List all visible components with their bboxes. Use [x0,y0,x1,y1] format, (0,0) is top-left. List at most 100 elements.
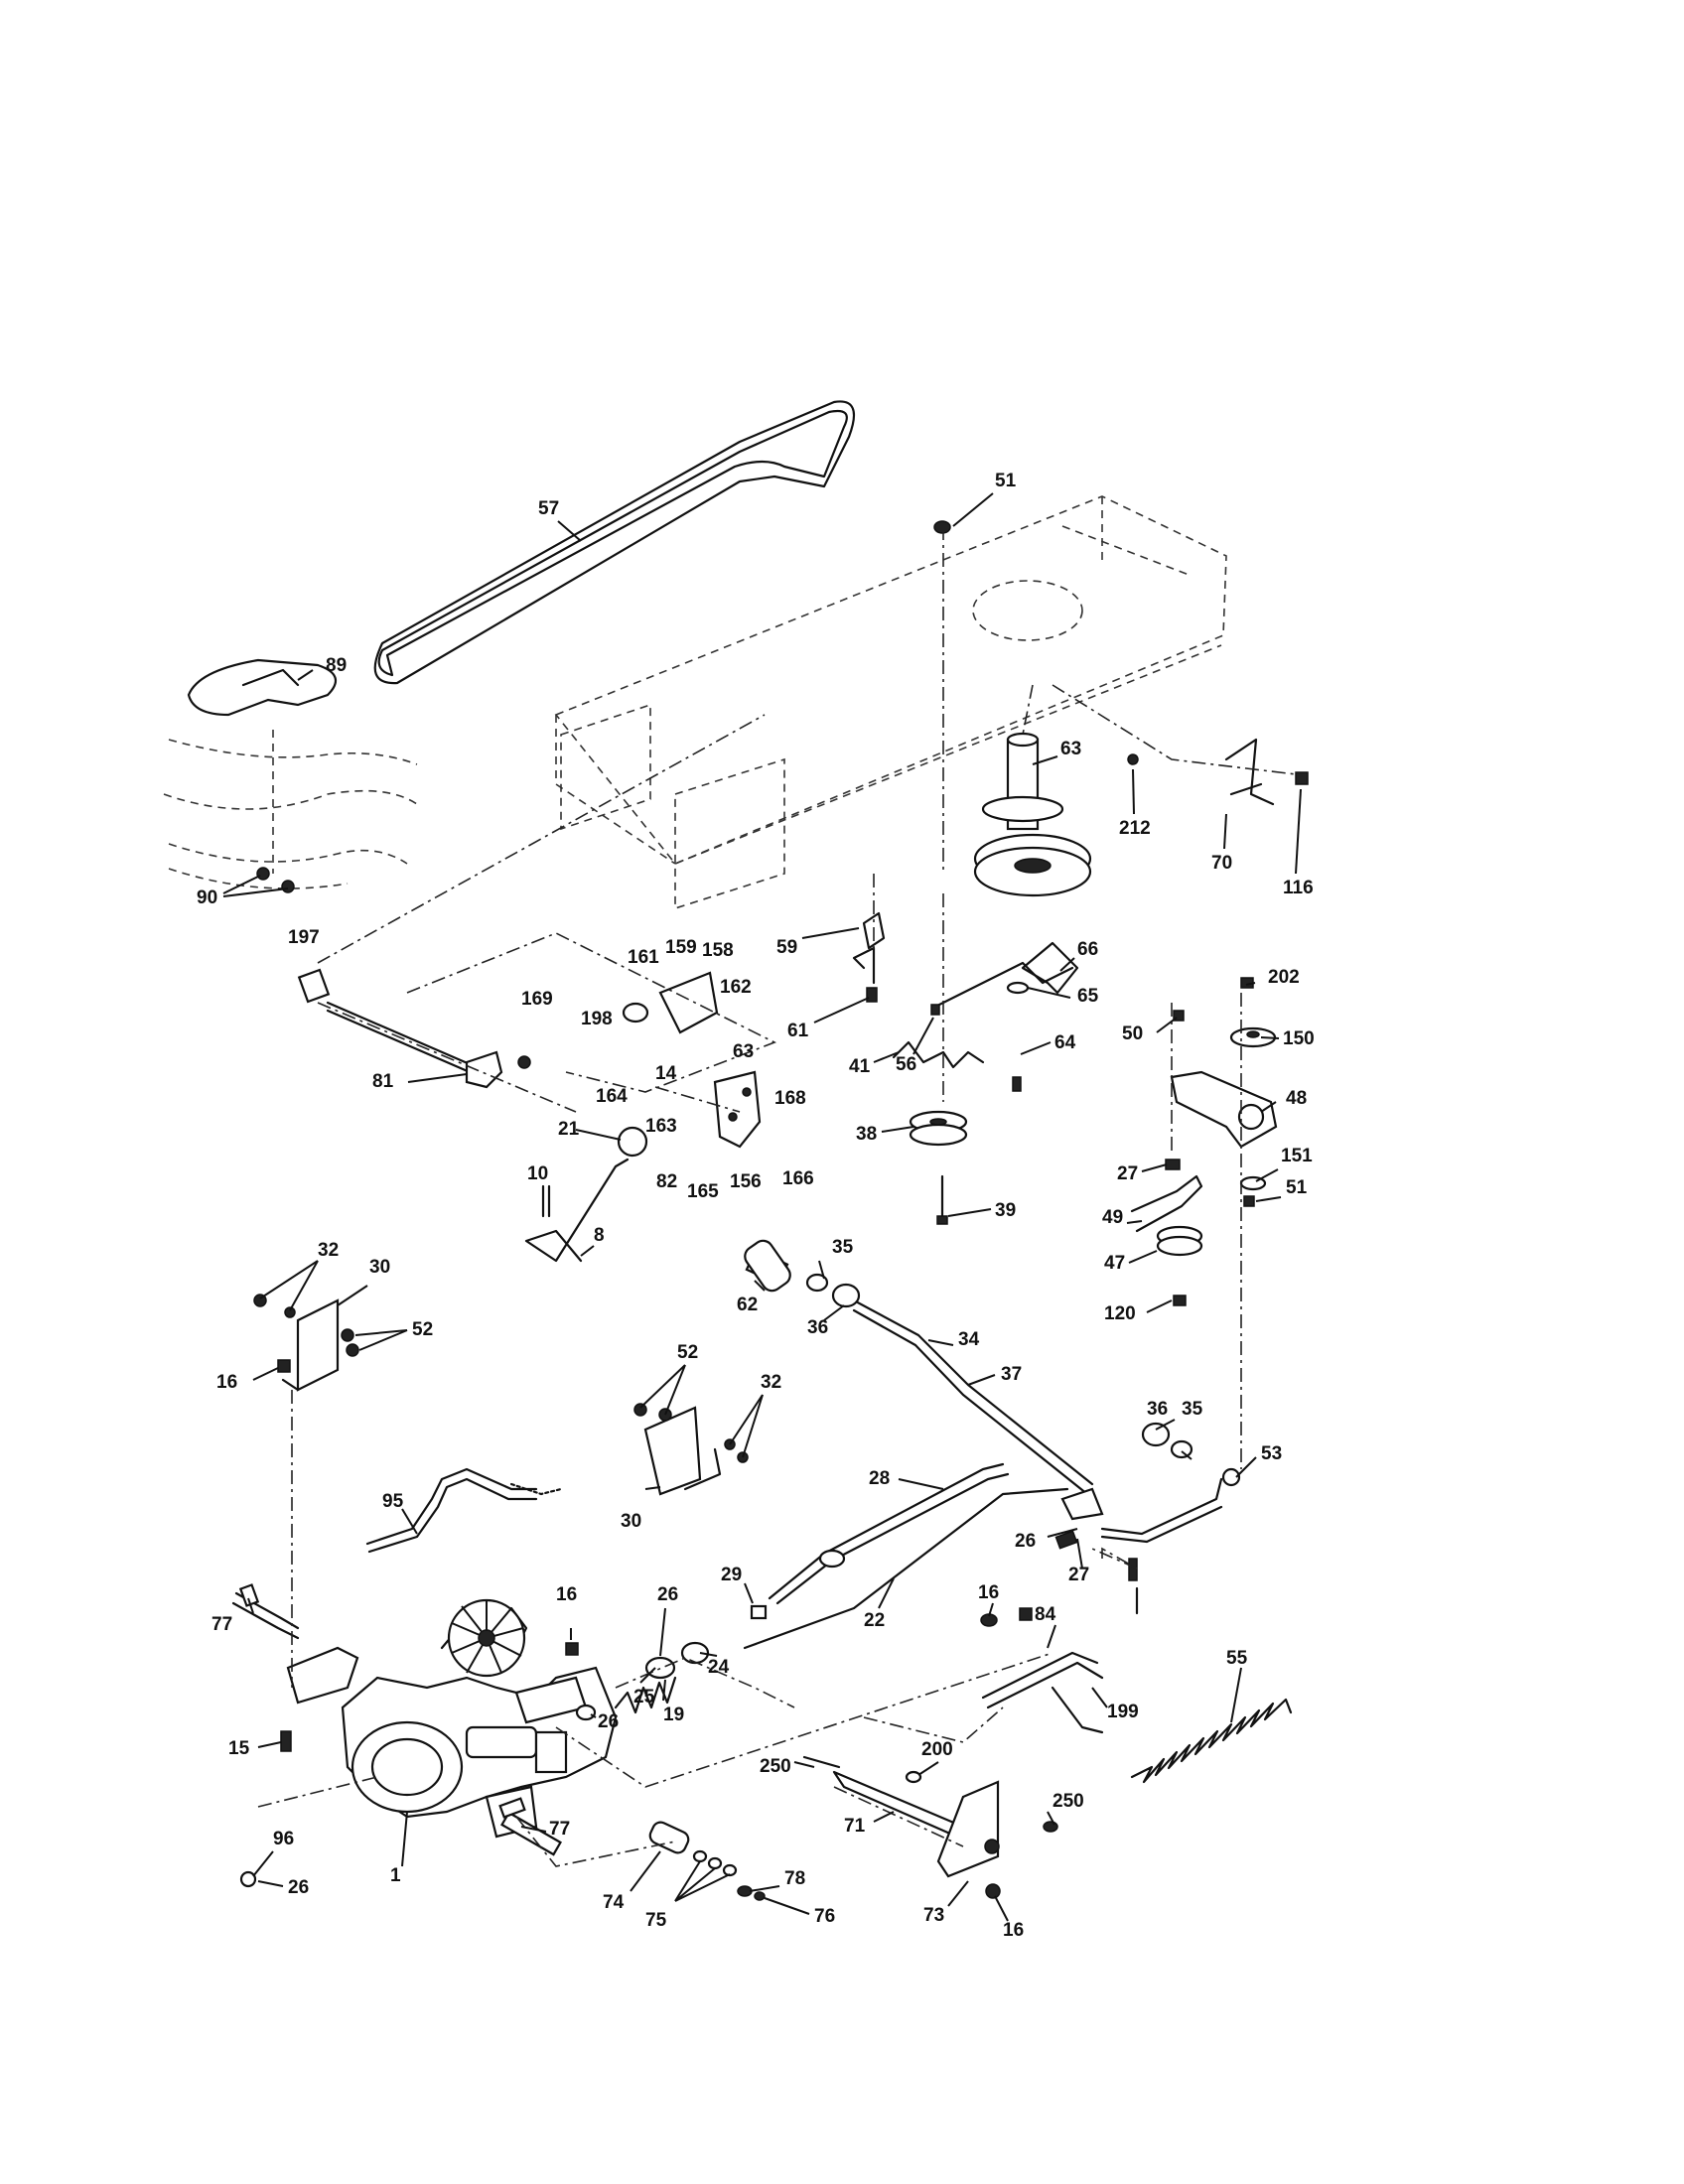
callout-label: 30 [621,1511,641,1532]
spacers [744,1239,1193,1459]
right-bracket [1130,977,1278,1306]
callout-label: 161 [628,947,659,968]
callout-label: 41 [849,1056,871,1077]
callout-label: 37 [1001,1364,1022,1385]
callout-label: 36 [1147,1399,1168,1420]
callout-label: 26 [1015,1531,1036,1552]
callout-label: 62 [737,1295,758,1315]
callout-label: 39 [995,1200,1016,1221]
callout-label: 151 [1281,1146,1313,1166]
callout-label: 200 [921,1739,953,1760]
frame-outline [163,495,1227,910]
shift-lever [524,1126,648,1263]
callout-label: 35 [832,1237,854,1258]
callout-label: 89 [326,655,347,676]
callout-label: 10 [527,1163,548,1184]
callout-label: 25 [633,1687,655,1707]
callout-label: 150 [1283,1028,1315,1049]
callout-label: 51 [1286,1177,1308,1198]
callout-label: 26 [657,1584,678,1605]
callout-label: 34 [958,1329,980,1350]
callout-label: 75 [645,1910,667,1931]
callout-label: 26 [288,1877,309,1898]
callout-label: 90 [197,887,217,908]
brackets-upper [852,738,1275,1069]
callout-label: 21 [558,1119,580,1140]
callout-label: 26 [598,1711,619,1732]
belt [373,400,856,685]
callout-label: 15 [228,1738,250,1759]
callout-label: 63 [1060,739,1081,759]
callout-label: 250 [760,1756,791,1777]
callout-label: 65 [1077,986,1099,1007]
callout-label: 66 [1077,939,1098,960]
callout-label: 38 [856,1124,877,1145]
callout-label: 74 [603,1892,625,1913]
callout-label: 156 [730,1171,762,1192]
callout-label: 159 [665,937,697,958]
callout-label: 19 [663,1705,684,1725]
callout-label: 14 [655,1063,677,1084]
callout-label: 162 [720,977,752,998]
callout-label: 169 [521,989,553,1010]
callout-label: 212 [1119,818,1151,839]
callout-label: 29 [721,1565,742,1585]
callout-label: 32 [318,1240,339,1261]
callout-label: 56 [896,1054,916,1075]
callout-label: 199 [1107,1702,1139,1722]
pulley-spindle [973,732,1092,897]
callout-label: 73 [923,1905,944,1926]
reference-lines [257,526,1297,1867]
callout-label: 165 [687,1181,719,1202]
spring-55 [1130,1698,1293,1784]
callout-label: 116 [1283,878,1314,898]
callout-label: 16 [556,1584,577,1605]
callout-label: 8 [594,1225,605,1246]
callout-label: 16 [978,1582,999,1603]
callout-label: 158 [702,940,734,961]
callout-label: 198 [581,1009,613,1029]
callout-label: 250 [1052,1791,1084,1812]
callout-label: 55 [1226,1648,1248,1669]
callout-label: 57 [538,498,559,519]
fasteners [256,520,1309,1621]
callout-label: 48 [1286,1088,1307,1109]
callout-label: 63 [733,1041,754,1062]
callout-label: 52 [412,1319,433,1340]
callout-label: 53 [1261,1443,1282,1464]
callout-label: 24 [708,1657,730,1678]
callout-label: 76 [814,1906,835,1927]
label-leaders [222,492,1302,1922]
callout-label: 35 [1182,1399,1203,1420]
callout-label: 71 [844,1816,866,1837]
callout-label: 64 [1054,1032,1076,1053]
callout-label: 77 [211,1614,232,1635]
callout-label: 16 [216,1372,237,1393]
callout-label: 27 [1068,1565,1089,1585]
callout-label: 30 [369,1257,390,1278]
callout-label: 22 [864,1610,885,1631]
callout-label: 59 [776,937,797,958]
callout-label: 32 [761,1372,781,1393]
callout-label: 47 [1104,1253,1125,1274]
callout-label: 166 [782,1168,814,1189]
callout-label: 81 [372,1071,394,1092]
rod-95 [365,1467,563,1554]
callout-label: 70 [1211,853,1232,874]
callout-label: 120 [1104,1303,1136,1324]
callout-label: 77 [549,1819,570,1840]
callout-label: 28 [869,1468,890,1489]
callout-label: 16 [1003,1920,1024,1941]
callout-label: 1 [390,1865,401,1886]
callout-label: 51 [995,471,1017,491]
callout-label: 202 [1268,967,1300,988]
bracket-assembly [517,971,762,1149]
callout-label: 36 [807,1317,828,1338]
callout-label: 163 [645,1116,677,1137]
axle-and-brackets [498,1613,1104,1901]
callout-label: 95 [382,1491,404,1512]
callout-labels: 57 51 89 63 212 70 116 90 59 66 65 61 56… [197,471,1315,1941]
callout-label: 49 [1102,1207,1123,1228]
callout-label: 164 [596,1086,628,1107]
